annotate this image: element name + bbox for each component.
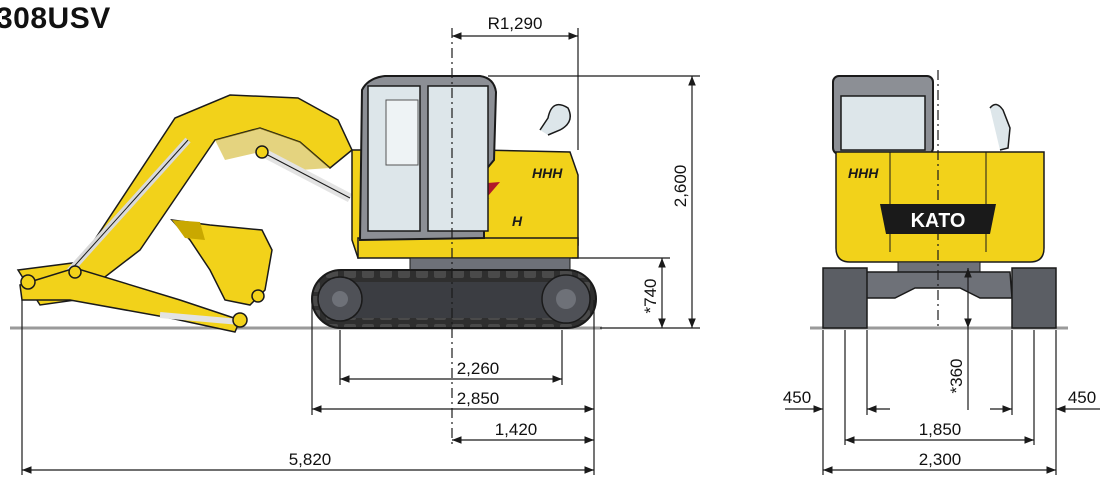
dim-shoe-right: 450 <box>1068 388 1096 407</box>
arm <box>19 267 242 333</box>
cab-window-right <box>427 85 489 232</box>
dim-tumbler-distance: 2,260 <box>457 359 500 378</box>
dimension-labels: R1,290 2,600 *740 2,260 2,850 1,420 5,82… <box>289 14 1096 469</box>
dim-track-gauge: 1,850 <box>919 420 962 439</box>
side-view-excavator: HHH H <box>10 75 602 333</box>
dim-overall-width: 2,300 <box>919 450 962 469</box>
dim-tail-to-center: 1,420 <box>495 420 538 439</box>
dim-tail-radius: R1,290 <box>488 14 543 33</box>
svg-text:HHH: HHH <box>848 165 879 181</box>
dim-shoe-left: 450 <box>783 388 811 407</box>
rear-view-excavator: KATO HHH <box>810 75 1068 330</box>
bucket-cylinder <box>159 312 241 325</box>
dim-track-length: 2,850 <box>457 389 500 408</box>
dim-min-ground-clearance: *360 <box>947 359 966 394</box>
left-track <box>822 267 868 329</box>
swing-bearing <box>409 257 571 271</box>
dimension-lines <box>21 28 1100 475</box>
logo-text: KATO <box>911 210 966 232</box>
dim-counterweight-clearance: *740 <box>641 279 660 314</box>
right-track <box>1011 267 1057 329</box>
mirror <box>539 103 571 136</box>
dim-overall-length: 5,820 <box>289 450 332 469</box>
model-title: 308USV <box>0 2 111 35</box>
dim-overall-height: 2,600 <box>671 165 690 208</box>
svg-text:H: H <box>512 213 523 229</box>
side-emblem: HHH <box>532 165 563 181</box>
